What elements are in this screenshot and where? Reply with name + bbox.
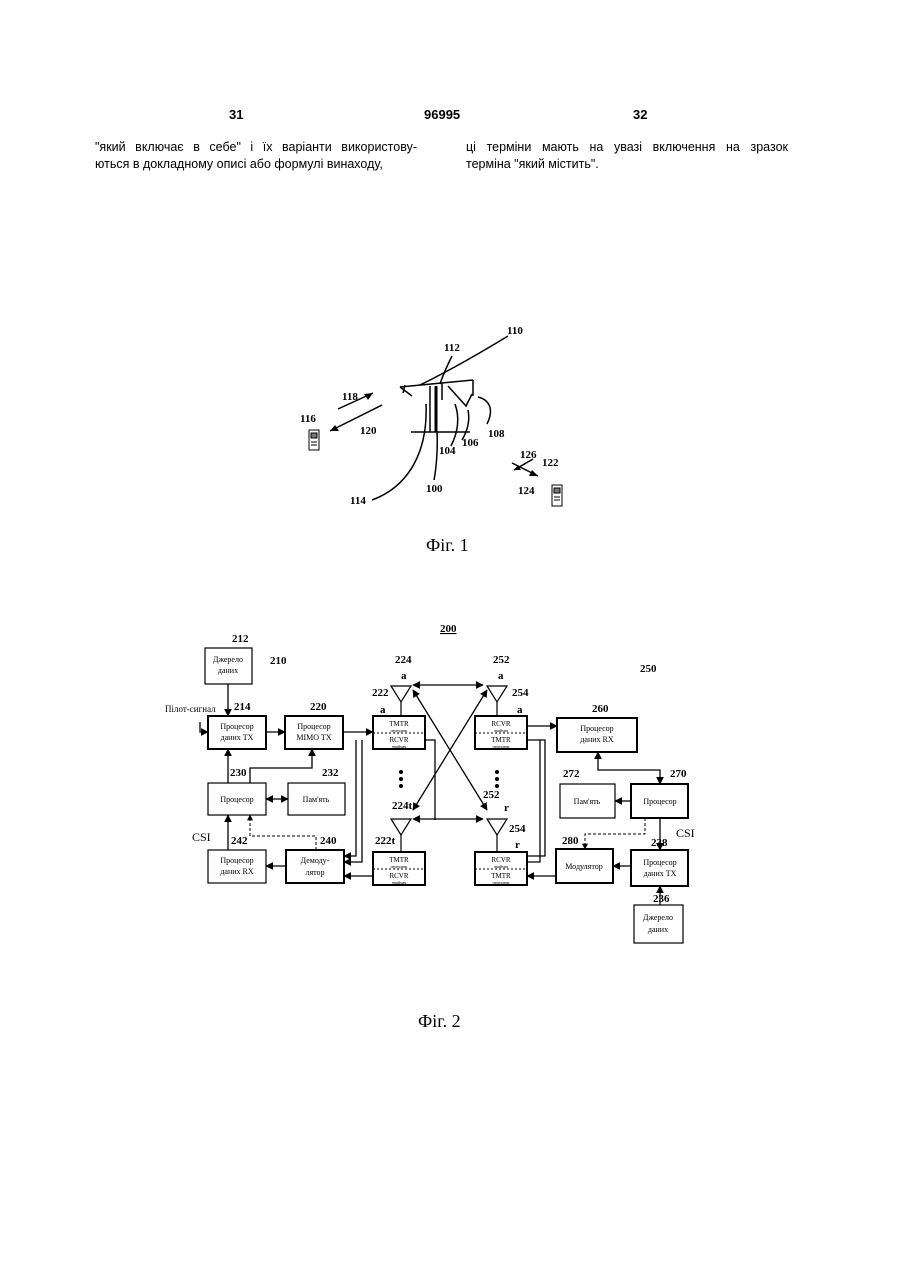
ref-label: a (517, 704, 523, 716)
block-text: Модулятор (565, 862, 602, 871)
ref-label: a (498, 670, 504, 682)
block-text: даних (218, 666, 238, 675)
block-text: Процесор (220, 856, 253, 865)
ref-label: r (504, 802, 509, 814)
block-text: даних RX (580, 735, 614, 744)
ref-label: 222 (372, 687, 389, 699)
block-text: Процесор (220, 722, 253, 731)
block-text: TMTR (389, 720, 409, 728)
ref-label: 232 (322, 767, 339, 779)
ref-label: 280 (562, 835, 579, 847)
block-text: TMTR (491, 872, 511, 880)
ref-label: 272 (563, 768, 580, 780)
pilot-signal-label: Пілот-сигнал (165, 704, 216, 714)
ref-label: 242 (231, 835, 248, 847)
block-text: Пам'ять (303, 795, 330, 804)
block-text: RCVR (389, 872, 408, 880)
block-text: TMTR (491, 736, 511, 744)
ref-label: 236 (653, 893, 670, 905)
ref-label: 252 (493, 654, 510, 666)
block-text: Процесор (643, 858, 676, 867)
block-text: передавач (493, 744, 510, 749)
block-text: Процесор (580, 724, 613, 733)
block-text: Процесор (297, 722, 330, 731)
block-text: Демоду- (301, 856, 330, 865)
block-text: лятор (305, 868, 324, 877)
block-text: передавач (493, 880, 510, 885)
block-text: Процесор (220, 795, 253, 804)
block-text: даних TX (644, 869, 677, 878)
ref-label: 210 (270, 655, 287, 667)
ref-label: 212 (232, 633, 249, 645)
ref-label: 224t (392, 800, 413, 812)
block-text: даних RX (220, 867, 254, 876)
block-text: приймач (494, 728, 509, 733)
block-text: приймач (392, 880, 407, 885)
ref-label: 254 (512, 687, 529, 699)
ref-label: 270 (670, 768, 687, 780)
ref-label: 240 (320, 835, 337, 847)
ref-label: 222t (375, 835, 396, 847)
block-text: RCVR (389, 736, 408, 744)
csi-label-right: CSI (676, 826, 695, 840)
block-text: приймач (494, 864, 509, 869)
ref-label: 214 (234, 701, 251, 713)
figure-2-caption: Фіг. 2 (418, 1011, 461, 1032)
demodulator-block (286, 850, 344, 883)
ref-label: 220 (310, 701, 327, 713)
ref-label: a (401, 670, 407, 682)
ref-label: a (380, 704, 386, 716)
ref-label: 252 (483, 789, 500, 801)
ref-label: 224 (395, 654, 412, 666)
figure-2-number: 200 (440, 623, 457, 635)
block-text: MIMO TX (296, 733, 331, 742)
block-text: даних (648, 925, 668, 934)
ref-label: 250 (640, 663, 657, 675)
block-text: приймач (392, 744, 407, 749)
block-text: передавач (391, 728, 408, 733)
ref-label: 254 (509, 823, 526, 835)
ref-label: 260 (592, 703, 609, 715)
csi-label-left: CSI (192, 830, 211, 844)
ref-label: 230 (230, 767, 247, 779)
ref-label: 238 (651, 837, 668, 849)
ellipsis-dots (399, 770, 499, 788)
antenna-icon (391, 686, 507, 852)
data-source-block-right (634, 905, 683, 943)
ref-label: r (515, 839, 520, 851)
block-text: Пам'ять (574, 797, 601, 806)
block-text: Джерело (213, 655, 243, 664)
block-text: TMTR (389, 856, 409, 864)
block-text: даних TX (221, 733, 254, 742)
block-text: Процесор (643, 797, 676, 806)
block-text: RCVR (491, 856, 510, 864)
block-text: Джерело (643, 913, 673, 922)
block-text: RCVR (491, 720, 510, 728)
tx-data-processor-block-right (631, 850, 688, 886)
block-text: передавач (391, 864, 408, 869)
